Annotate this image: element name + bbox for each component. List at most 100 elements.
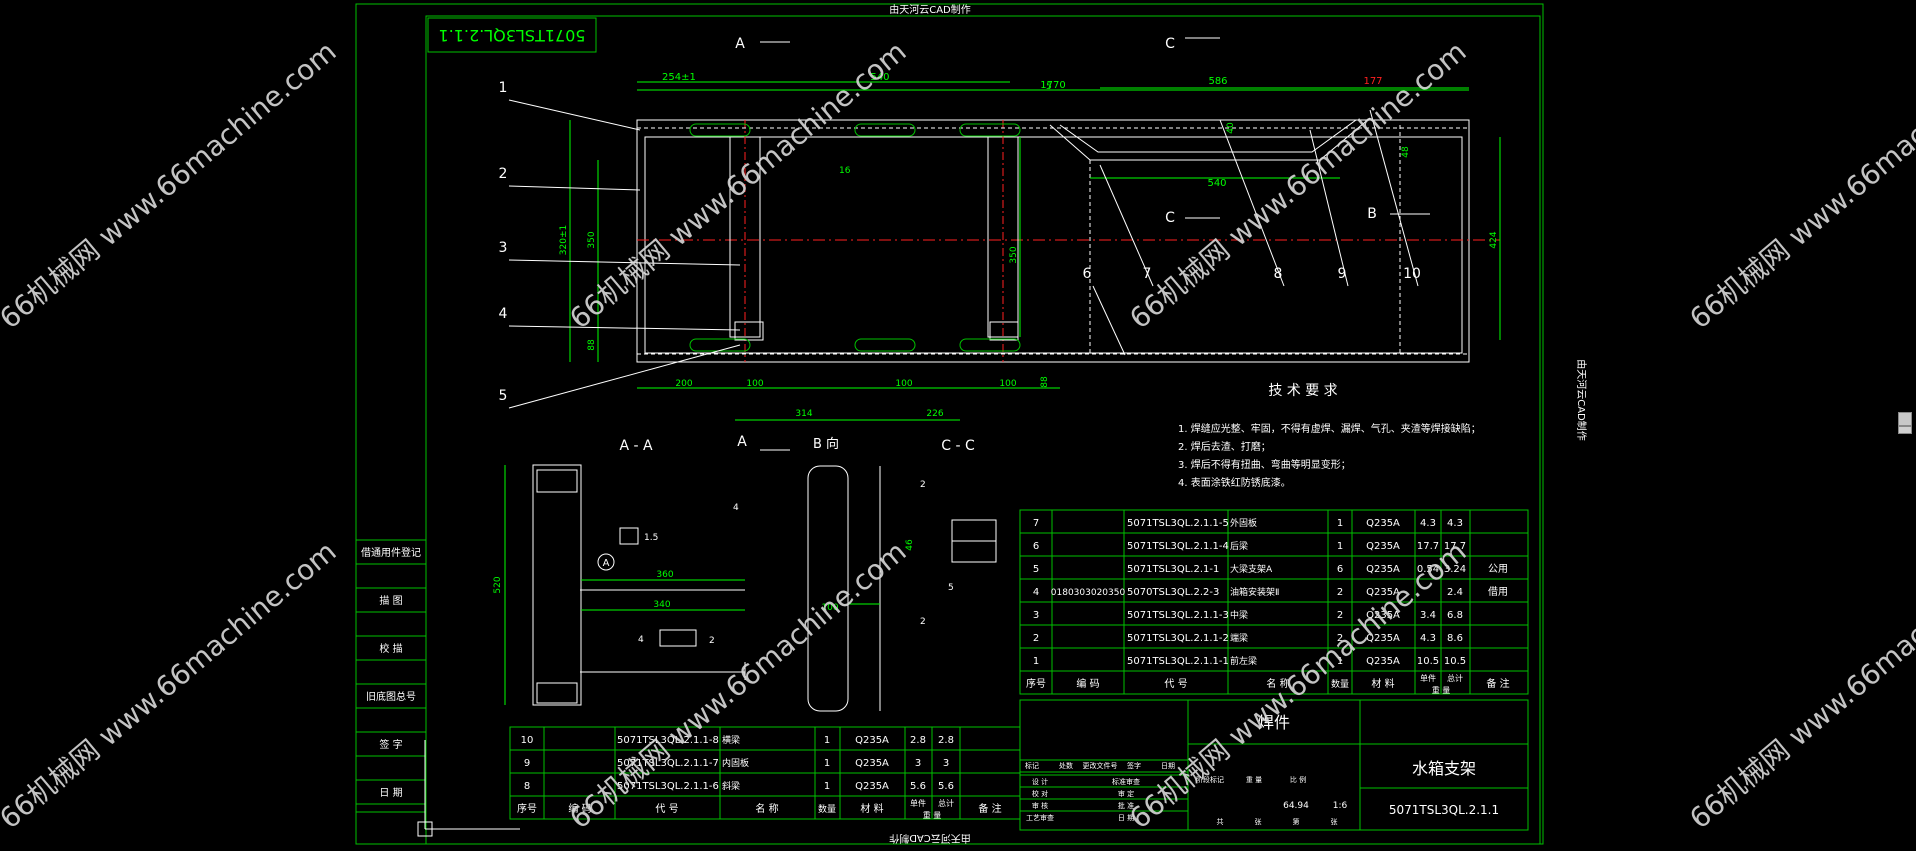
- part-name: 前左梁: [1230, 655, 1257, 667]
- part-qty: 2: [1337, 610, 1343, 621]
- part-unit-weight: 10.5: [1417, 656, 1439, 667]
- lpart-total-weight: 5.6: [938, 781, 954, 792]
- part-name: 大梁支架A: [1230, 563, 1273, 575]
- part-material: Q235A: [1366, 610, 1400, 621]
- tb-sheet-label: 共: [1217, 817, 1224, 826]
- part-total-weight: 17.7: [1444, 541, 1466, 552]
- part-no: 4: [1033, 587, 1039, 598]
- slot-hole: [959, 338, 1021, 352]
- watermark-text: 66机械网 www.66machine.com: [563, 35, 912, 336]
- tb-part-name: 水箱支架: [1412, 759, 1476, 778]
- tb-scale: 1:6: [1333, 801, 1348, 811]
- leader-10: [1369, 109, 1419, 287]
- lpart-material: Q235A: [855, 781, 889, 792]
- tb-stage-label: 比 例: [1290, 775, 1306, 784]
- slot-hole: [689, 338, 751, 352]
- lpart-qty: 1: [824, 758, 830, 769]
- balloon-9: 9: [1338, 266, 1347, 282]
- weld-4a: 4: [638, 635, 644, 645]
- part-no: 6: [1033, 541, 1039, 552]
- dim-46: 46: [905, 539, 915, 551]
- dim-226: 226: [926, 409, 943, 419]
- leader-6: [1092, 285, 1126, 356]
- part-name: 后梁: [1230, 540, 1248, 552]
- lhdr-qty: 数量: [818, 803, 836, 815]
- balloon-2: 2: [499, 166, 508, 182]
- dim-200: 200: [675, 379, 692, 389]
- lpart-drawing: 5071TSL3QL.2.1.1-6: [617, 781, 719, 792]
- side-label: 校 描: [379, 642, 402, 655]
- lhdr-code: 编 码: [568, 802, 591, 815]
- side-label: 借通用件登记: [361, 546, 421, 559]
- dim-340: 340: [653, 600, 670, 610]
- hdr-unit: 单件: [1420, 673, 1436, 683]
- perp-box: [659, 629, 697, 647]
- lpart-qty: 1: [824, 781, 830, 792]
- bracket-right: [989, 321, 1019, 341]
- lpart-material: Q235A: [855, 735, 889, 746]
- lpart-total-weight: 2.8: [938, 735, 954, 746]
- tb-sheet-label: 张: [1331, 817, 1338, 826]
- part-name: 中梁: [1230, 609, 1248, 621]
- balloon-8: 8: [1274, 266, 1283, 282]
- dim-540b: 540: [1207, 178, 1226, 189]
- lpart-name: 内固板: [722, 757, 749, 769]
- lpart-name: 斜梁: [722, 780, 740, 792]
- b-view-beam: [807, 465, 849, 712]
- part-material: Q235A: [1366, 633, 1400, 644]
- part-note: 借用: [1488, 586, 1508, 598]
- lpart-drawing: 5071TSL3QL.2.1.1-8: [617, 735, 719, 746]
- balloon-5: 5: [499, 388, 508, 404]
- section-a-top: A: [735, 36, 745, 52]
- section-aa-label: A - A: [619, 438, 653, 454]
- bracket-left: [734, 321, 764, 341]
- part-name: 端梁: [1230, 632, 1248, 644]
- part-material: Q235A: [1366, 518, 1400, 529]
- weld-2a: 2: [920, 480, 926, 490]
- perp-value: 2: [709, 636, 715, 646]
- scroll-up-arrow[interactable]: [1898, 412, 1912, 426]
- tb-sheet-label: 张: [1255, 817, 1262, 826]
- drawing-no-rotated: 5071TSL3QL.2.1.1: [438, 26, 585, 45]
- tb-rev-label: 处数: [1059, 761, 1073, 770]
- part-material: Q235A: [1366, 656, 1400, 667]
- lhdr-total: 总计: [938, 798, 954, 808]
- part-drawing: 5071TSL3QL.2.1.1-3: [1127, 610, 1229, 621]
- part-drawing: 5071TSL3QL.2.1.1-4: [1127, 541, 1229, 552]
- dim-350a: 350: [587, 231, 597, 248]
- tb-rev-label: 更改文件号: [1083, 761, 1118, 770]
- part-qty: 1: [1337, 656, 1343, 667]
- balloon-10: 10: [1403, 266, 1421, 282]
- watermark-text: 66机械网 www.66machine.com: [0, 35, 343, 336]
- part-code: 0180303020350: [1051, 588, 1126, 598]
- slot-hole: [689, 123, 751, 137]
- part-drawing: 5071TSL3QL.2.1-1: [1127, 564, 1219, 575]
- dim-424: 424: [1489, 231, 1499, 248]
- aa-bottom-cap: [536, 682, 578, 704]
- lhdr-drawing: 代 号: [655, 803, 678, 815]
- header-bottom-text: 由天河云CAD制作: [889, 832, 971, 845]
- dim-254: 254±1: [662, 72, 696, 83]
- dim-520: 520: [493, 576, 503, 593]
- lpart-name: 横梁: [722, 734, 740, 746]
- part-name: 油箱安装架Ⅱ: [1230, 586, 1279, 598]
- dim-586: 586: [1208, 76, 1227, 87]
- leader-2: [508, 185, 641, 191]
- scrollbar-thumb[interactable]: [1898, 426, 1912, 434]
- part-total-weight: 10.5: [1444, 656, 1466, 667]
- weld-4b: 4: [733, 503, 739, 513]
- leader-7: [1099, 164, 1154, 287]
- section-c-top: C: [1165, 36, 1175, 52]
- slot-hole: [854, 123, 916, 137]
- lhdr-no: 序号: [517, 802, 537, 815]
- hdr-code: 编 码: [1076, 677, 1099, 690]
- tb-rev-label: 签字: [1127, 761, 1141, 770]
- lhdr-weight: 重 量: [923, 810, 942, 820]
- part-drawing: 5071TSL3QL.2.1.1-2: [1127, 633, 1229, 644]
- leader-5: [508, 344, 741, 409]
- tech-req-title: 技 术 要 求: [1268, 383, 1337, 399]
- leader-9: [1309, 129, 1349, 287]
- part-total-weight: 8.6: [1447, 633, 1463, 644]
